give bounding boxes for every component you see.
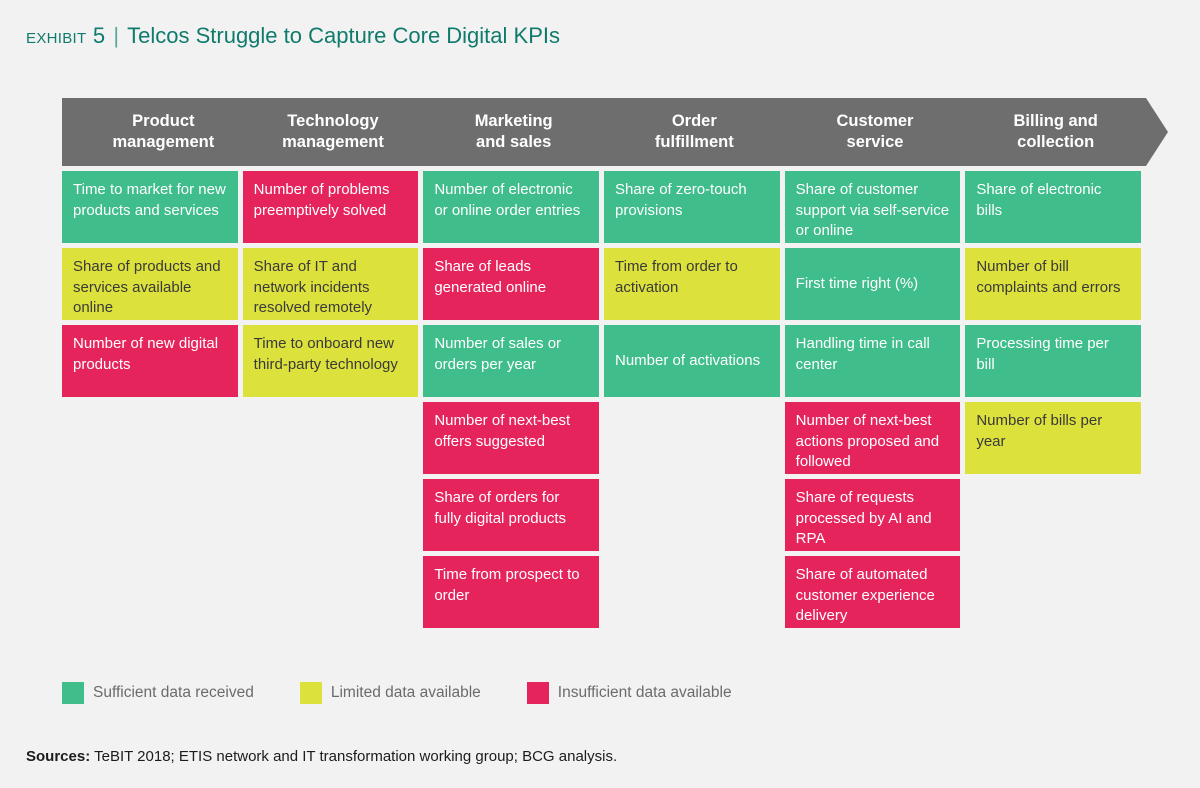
column-header-1[interactable]: Product management: [62, 98, 265, 166]
matrix-header-row: Product management Technology management Mar…: [62, 98, 1146, 166]
kpi-cell[interactable]: Share of leads generated online: [423, 248, 599, 320]
kpi-cell[interactable]: Share of requests processed by AI and RP…: [784, 479, 961, 551]
kpi-cell[interactable]: Number of activations: [604, 325, 780, 397]
legend-label: Sufficient data received: [93, 684, 254, 701]
column-header-6[interactable]: Billing and collection: [943, 98, 1168, 166]
column-header-line2: management: [282, 133, 384, 151]
kpi-cell[interactable]: Number of electronic or online order ent…: [423, 171, 599, 243]
kpi-column-1: Time to market for new products and serv…: [62, 171, 238, 402]
kpi-cell[interactable]: Number of new digital products: [62, 325, 238, 397]
kpi-cell[interactable]: Share of IT and network incidents resolv…: [242, 248, 419, 320]
kpi-cell[interactable]: Handling time in call center: [784, 325, 961, 397]
kpi-cell[interactable]: Time to market for new products and serv…: [62, 171, 238, 243]
kpi-cell[interactable]: Share of products and services available…: [62, 248, 238, 320]
column-header-line1: Billing and: [1013, 112, 1098, 130]
kpi-column-5: Share of customer support via self-servi…: [784, 171, 961, 633]
kpi-cell[interactable]: Number of bill complaints and errors: [965, 248, 1141, 320]
column-header-line1: Product: [132, 112, 195, 130]
legend-label: Limited data available: [330, 684, 481, 701]
kpi-cell[interactable]: Time from prospect to order: [423, 556, 599, 628]
legend-label: Insufficient data available: [557, 684, 732, 701]
kpi-cell[interactable]: Number of problems preemptively solved: [242, 171, 419, 243]
column-header-line2: fulfillment: [654, 133, 734, 151]
kpi-cell[interactable]: First time right (%): [784, 248, 961, 320]
kpi-cell[interactable]: Processing time per bill: [965, 325, 1141, 397]
kpi-cell[interactable]: Number of next-best offers suggested: [423, 402, 599, 474]
column-header-line1: Marketing: [474, 112, 553, 130]
column-header-line1: Order: [671, 112, 717, 130]
kpi-cell[interactable]: Number of bills per year: [965, 402, 1141, 474]
kpi-cell[interactable]: Share of electronic bills: [965, 171, 1141, 243]
legend: Sufficient data received Limited data ava…: [62, 678, 778, 708]
kpi-column-3: Number of electronic or online order ent…: [423, 171, 599, 633]
column-header-line1: Technology: [287, 112, 379, 130]
legend-item-yellow: Limited data available: [299, 682, 481, 704]
legend-swatch-green: [62, 682, 84, 704]
page-title: Exhibit 5 | Telcos Struggle to Capture C…: [26, 16, 1176, 56]
kpi-cell[interactable]: Time to onboard new third-party technolo…: [242, 325, 419, 397]
title-text: Telcos Struggle to Capture Core Digital …: [127, 23, 560, 48]
legend-item-pink: Insufficient data available: [526, 682, 732, 704]
kpi-matrix: Product management Technology management Mar…: [62, 98, 1146, 638]
sources-label: Sources:: [26, 748, 91, 765]
kpi-cell[interactable]: Number of next-best actions proposed and…: [784, 402, 961, 474]
column-header-line2: management: [112, 133, 215, 151]
legend-item-green: Sufficient data received: [62, 682, 254, 704]
kpi-cell[interactable]: Share of orders for fully digital produc…: [423, 479, 599, 551]
legend-swatch-pink: [526, 682, 549, 704]
exhibit-label: Exhibit 5: [26, 23, 106, 48]
kpi-cell[interactable]: Share of zero-touch provisions: [604, 171, 780, 243]
kpi-cell[interactable]: Share of customer support via self-servi…: [784, 171, 961, 243]
sources-text: TeBIT 2018; ETIS network and IT transfor…: [90, 748, 618, 765]
column-header-line2: service: [846, 133, 904, 151]
column-header-line2: and sales: [476, 133, 552, 151]
kpi-cell[interactable]: Share of automated customer experience d…: [784, 556, 961, 628]
column-header-line1: Customer: [836, 112, 914, 130]
matrix-body-grid: Time to market for new products and serv…: [62, 171, 1146, 637]
kpi-cell[interactable]: Number of sales or orders per year: [423, 325, 599, 397]
sources-footer: Sources: TeBIT 2018; ETIS network and IT…: [26, 748, 1176, 765]
legend-swatch-yellow: [299, 682, 322, 704]
kpi-cell[interactable]: Time from order to activation: [604, 248, 780, 320]
title-divider: |: [113, 23, 120, 48]
column-header-line2: collection: [1017, 133, 1095, 151]
